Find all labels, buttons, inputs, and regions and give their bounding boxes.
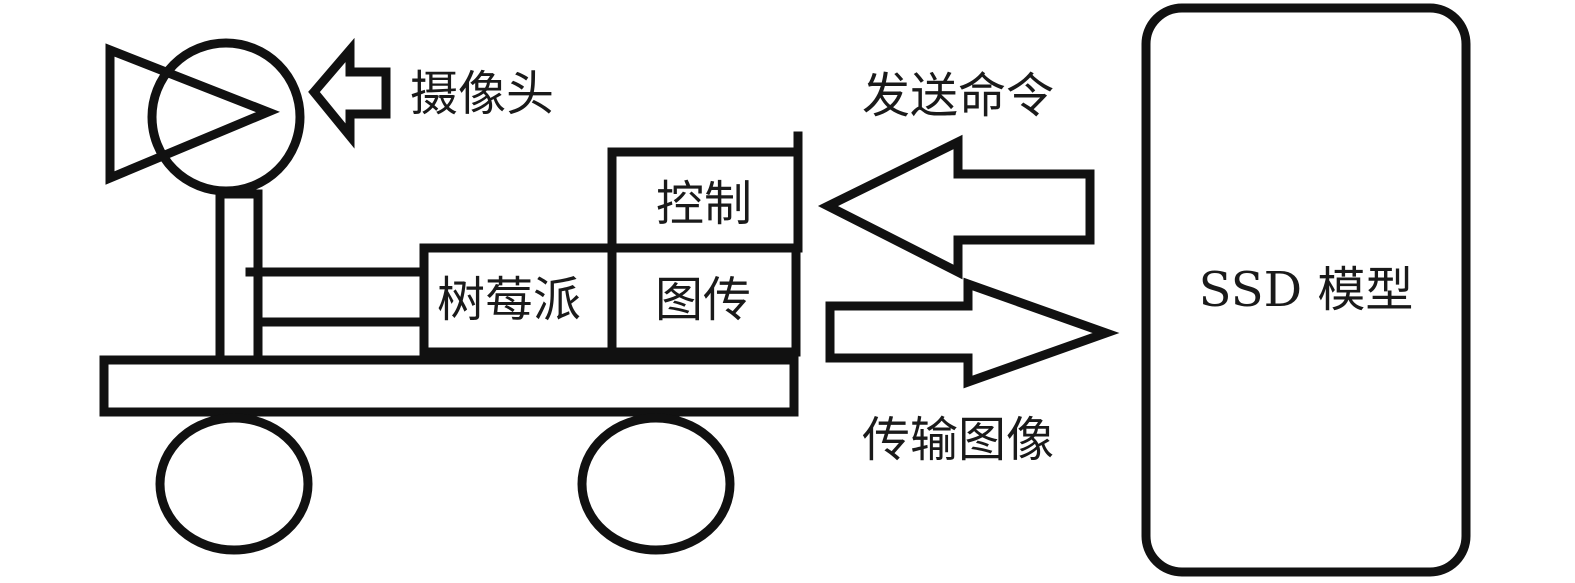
camera-label: 摄像头 — [410, 66, 554, 122]
front-wheel — [155, 413, 313, 555]
transmit-image-label: 传输图像 — [862, 412, 1054, 468]
control-label: 控制 — [656, 176, 752, 232]
ssd-model-box — [1141, 3, 1471, 577]
raspberry-pi-label: 树莓派 — [437, 272, 581, 328]
camera-pointer-arrow-icon — [308, 37, 391, 149]
send-command-label: 发送命令 — [862, 68, 1054, 124]
rear-wheel — [577, 413, 735, 555]
image-transmission-label: 图传 — [655, 272, 751, 328]
ssd-model-label: SSD 模型 — [1199, 262, 1414, 318]
transmit-image-arrow-icon — [825, 277, 1120, 389]
camera-mast — [215, 189, 263, 365]
camera-icon — [105, 38, 305, 196]
control-box — [607, 147, 803, 253]
car-chassis — [99, 355, 799, 417]
send-command-arrow-icon — [817, 134, 1095, 280]
camera-body-circle — [147, 38, 305, 196]
camera-lens-triangle — [105, 43, 280, 185]
